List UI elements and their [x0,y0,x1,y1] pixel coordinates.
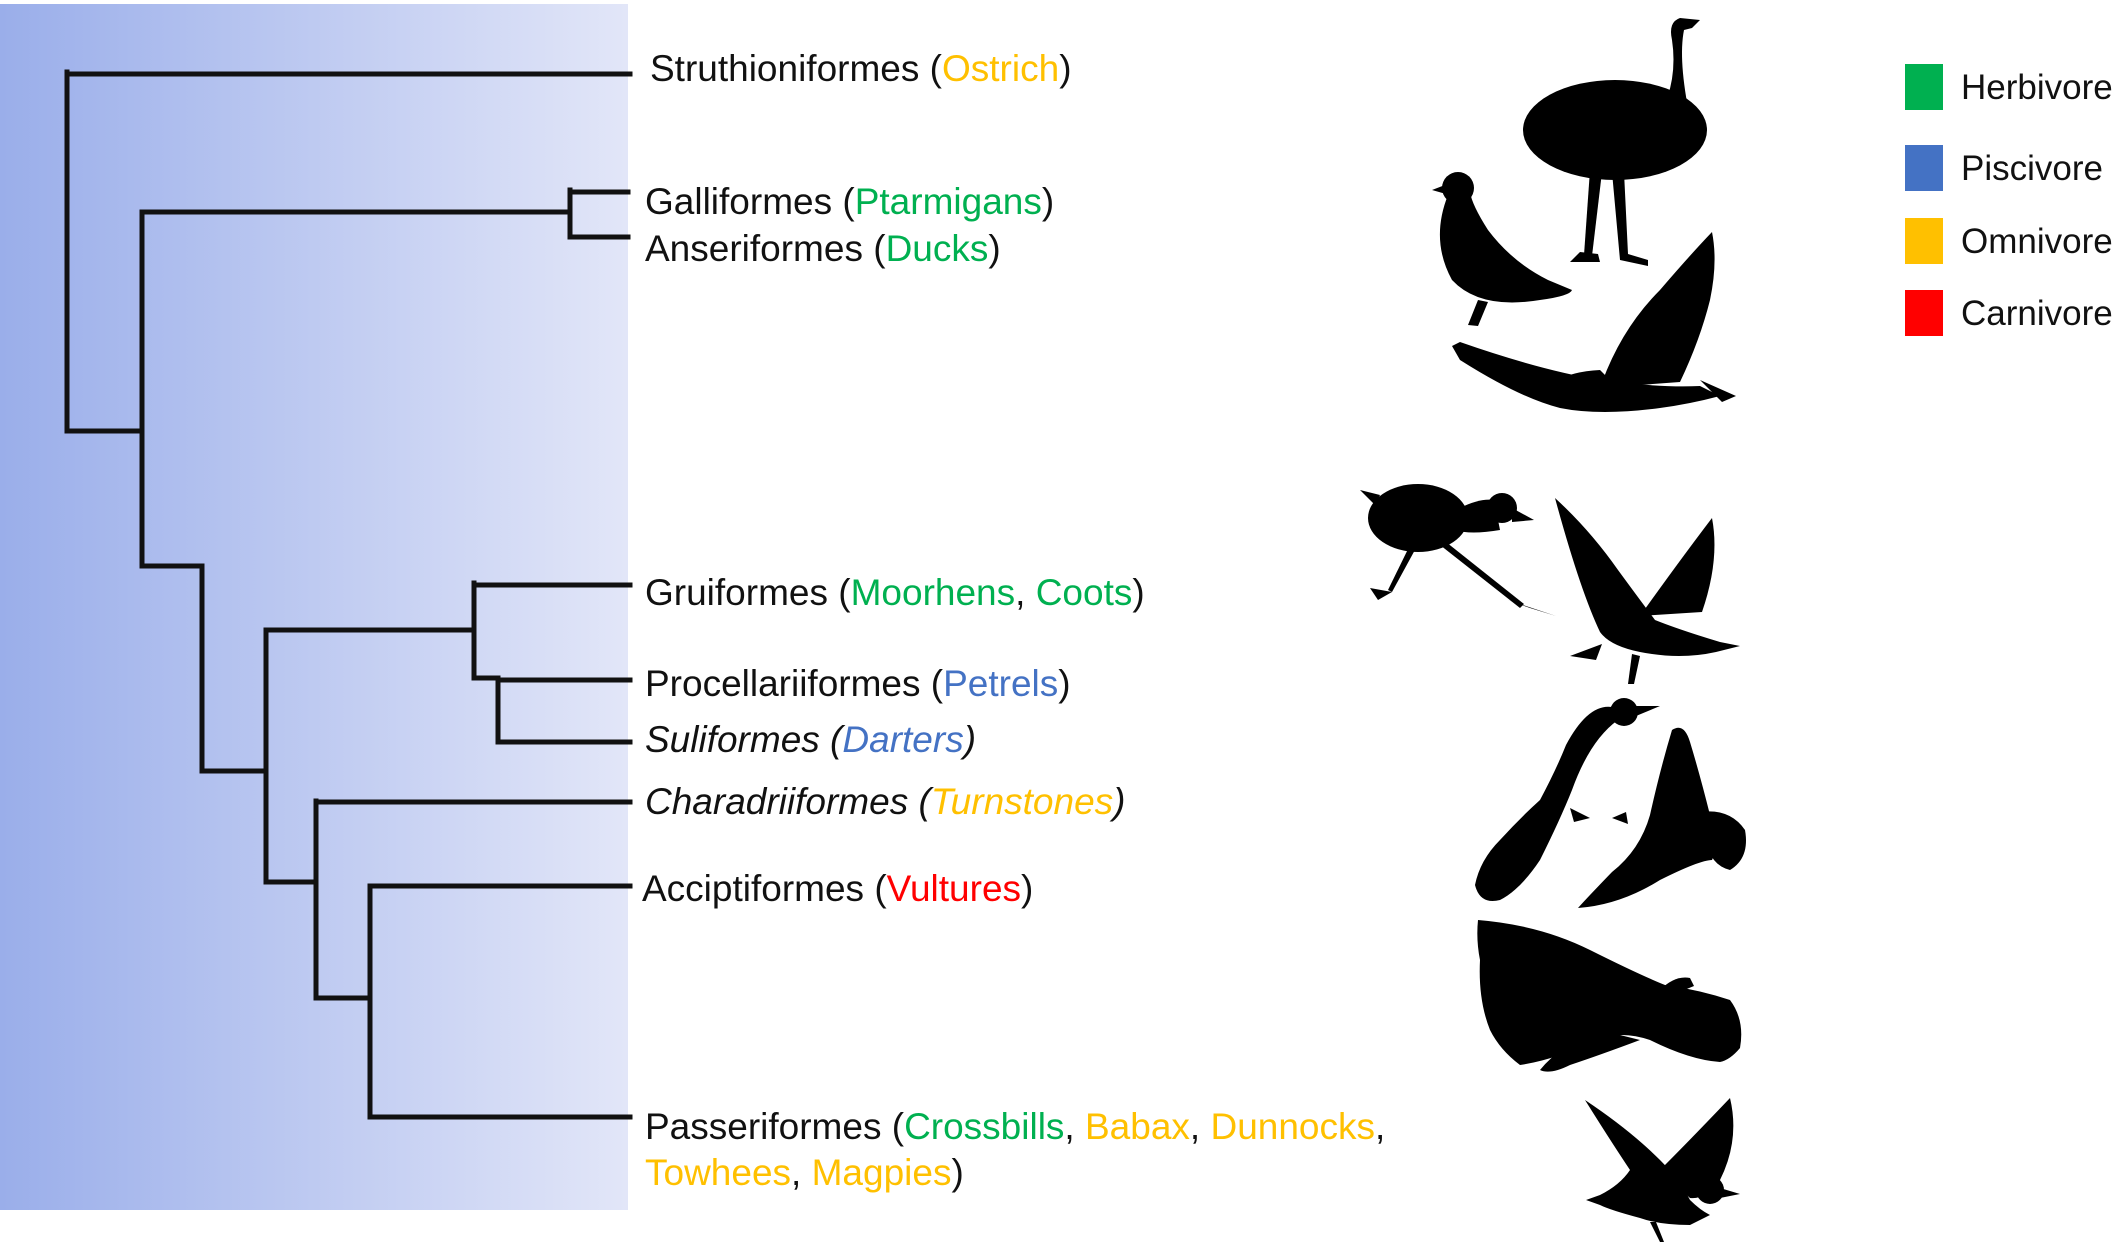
order-name: Struthioniformes [650,48,920,89]
order-name: Procellariiformes [645,663,921,704]
taxon-label-struthioniformes: Struthioniformes (Ostrich) [650,50,1072,87]
paren-close: ) [1059,48,1072,89]
paren-close: ) [963,719,977,760]
taxon-label-suliformes: Suliformes (Darters) [645,721,976,758]
paren-open: ( [819,719,843,760]
species-name: Magpies [811,1152,952,1193]
legend-swatch [1905,218,1943,264]
species-name: Coots [1035,572,1133,613]
species-name: Crossbills [904,1106,1065,1147]
species-name: Turnstones [930,781,1114,822]
species-name: Ostrich [942,48,1060,89]
order-name: Galliformes [645,181,833,222]
species-name: Darters [842,719,964,760]
goose-silhouette-icon [1452,232,1736,412]
clade-background-panel [0,4,628,1210]
order-name: Passeriformes [645,1106,882,1147]
species-name: Towhees [645,1152,792,1193]
order-name: Acciptiformes [642,868,865,909]
paren-open: ( [881,1106,905,1147]
species-name: Babax [1084,1106,1190,1147]
species-name: Ptarmigans [854,181,1042,222]
taxon-label-charadriiformes: Charadriiformes (Turnstones) [645,783,1126,820]
order-name: Suliformes [645,719,820,760]
passerine-silhouette-icon [1585,1098,1740,1242]
paren-open: ( [862,228,886,269]
order-name: Charadriiformes [645,781,909,822]
legend-label: Omnivore [1961,222,2113,261]
darter-silhouette-icon [1475,698,1660,901]
paren-close: ) [1041,181,1055,222]
taxon-label-anseriformes: Anseriformes (Ducks) [645,230,1001,267]
legend-label: Herbivore [1961,68,2113,107]
paren-close: ) [1021,868,1034,909]
taxon-label-galliformes: Galliformes (Ptarmigans) [645,183,1054,220]
separator: , [791,1152,812,1193]
order-name: Anseriformes [645,228,863,269]
legend-label: Piscivore [1961,149,2103,188]
turnstone-silhouette-icon [1578,727,1746,908]
paren-open: ( [919,48,942,89]
moorhen-silhouette-icon [1360,484,1556,616]
legend-swatch [1905,64,1943,110]
taxon-label-procellariiformes: Procellariiformes (Petrels) [645,665,1071,702]
paren-open: ( [832,181,855,222]
paren-close: ) [1132,572,1145,613]
taxon-label-gruiformes: Gruiformes (Moorhens, Coots) [645,574,1145,611]
species-name: Ducks [885,228,989,269]
tree-branches [64,69,633,1120]
taxon-label-passeriformes-line2: Towhees, Magpies) [645,1154,964,1191]
paren-open: ( [920,663,944,704]
paren-close: ) [1058,663,1071,704]
paren-close: ) [1113,781,1126,822]
taxon-label-acciptiformes: Acciptiformes (Vultures) [642,870,1033,907]
vulture-silhouette-icon [1477,920,1742,1072]
paren-close: ) [951,1152,964,1193]
paren-open: ( [864,868,887,909]
taxon-label-passeriformes: Passeriformes (Crossbills, Babax, Dunnoc… [645,1108,1385,1145]
petrel-silhouette-icon [1555,498,1740,684]
ostrich-silhouette-icon [1520,18,1707,266]
species-name: Petrels [943,663,1059,704]
order-name: Gruiformes [645,572,828,613]
separator: , [1189,1106,1211,1147]
paren-open: ( [827,572,851,613]
legend-swatch [1905,145,1943,191]
legend-label: Carnivore [1961,294,2113,333]
paren-close: ) [988,228,1001,269]
separator: , [1064,1106,1085,1147]
species-name: Vultures [886,868,1022,909]
legend-swatch [1905,290,1943,336]
separator: , [1375,1106,1386,1147]
species-name: Moorhens [850,572,1016,613]
species-name: Dunnocks [1210,1106,1375,1147]
paren-open: ( [908,781,931,822]
ptarmigan-silhouette-icon [1432,172,1572,326]
separator: , [1015,572,1036,613]
